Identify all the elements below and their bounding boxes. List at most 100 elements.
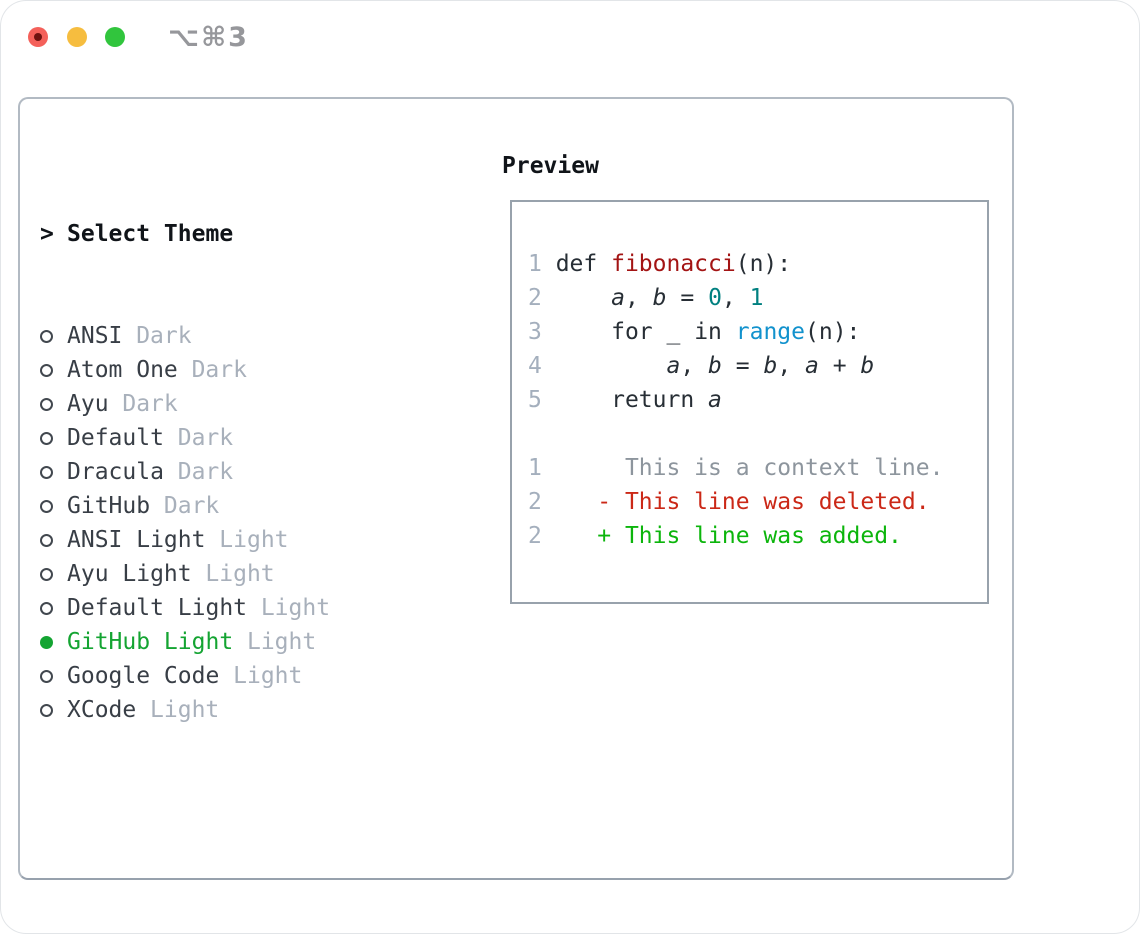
radio-icon [40,465,67,479]
theme-variant-tag: Dark [177,459,234,485]
diff-line: 1 This is a context line. [528,451,973,485]
theme-variant-tag: Light [233,663,303,689]
window-shortcut-title: ⌥⌘3 [168,22,249,53]
theme-variant-tag: Light [260,595,331,621]
cursor-icon: > [40,221,54,247]
theme-variant-tag: Dark [136,323,192,349]
code-token: range [735,319,805,345]
code-token: b [708,353,722,379]
apply-to-section: Apply To User SettingsWorkspace Settings [40,863,490,934]
close-button-icon[interactable] [28,27,48,47]
theme-name: Default [67,425,164,451]
diff-line: 2 + This line was added. [528,519,973,553]
theme-option-dracula-dark[interactable]: Dracula Dark [40,455,490,489]
theme-variant-tag: Light [150,697,220,723]
radio-icon [40,533,67,547]
code-token: 0 [708,285,722,311]
code-token: return [611,387,695,413]
theme-name: ANSI [67,323,123,349]
radio-icon [40,703,67,717]
code-token: + This line was added. [555,523,902,549]
theme-name: GitHub [67,493,151,519]
theme-option-google-code[interactable]: Google Code Light [40,659,490,693]
theme-option-xcode[interactable]: XCode Light [40,693,490,727]
theme-option-ansi-dark[interactable]: ANSI Dark [40,319,490,353]
code-line: 1 def fibonacci(n): [528,247,973,281]
code-token: (n): [735,251,792,277]
code-token [556,387,611,413]
radio-circle [40,431,53,445]
theme-option-ayu-dark[interactable]: Ayu Dark [40,387,490,421]
code-token [556,285,611,311]
code-token: = [721,353,764,379]
theme-variant-tag: Dark [191,357,247,383]
line-number: 2 [528,285,556,311]
theme-name: GitHub Light [67,629,234,655]
select-theme-title: Select Theme [67,221,234,247]
code-line: 2 a, b = 0, 1 [528,281,973,315]
theme-name: Dracula [67,459,164,485]
line-number: 1 [528,455,556,481]
radio-icon [40,601,67,615]
radio-circle [40,329,53,343]
radio-circle [40,499,53,513]
theme-name: Google Code [67,663,220,689]
radio-circle [40,601,53,615]
radio-circle [40,703,53,717]
theme-name: ANSI Light [67,527,206,553]
theme-option-github-dark[interactable]: GitHub Dark [40,489,490,523]
radio-circle [40,567,53,581]
radio-icon [40,329,67,343]
theme-variant-tag: Light [205,561,275,587]
code-token: a [805,353,819,379]
line-number: 3 [528,319,556,345]
code-line: 5 return a [528,383,973,417]
preview-title: Preview [502,153,599,179]
theme-variant-tag: Light [219,527,289,553]
diff-line: 2 - This line was deleted. [528,485,973,519]
code-line: 3 for _ in range(n): [528,315,973,349]
theme-name: XCode [67,697,137,723]
code-token: for [611,319,653,345]
theme-name: Default Light [67,595,248,621]
theme-option-default-light[interactable]: Default Light Light [40,591,490,625]
radio-icon [40,567,67,581]
code-token: b [763,353,778,379]
code-token [722,319,736,345]
zoom-button-icon[interactable] [105,27,125,47]
radio-circle [40,669,53,683]
code-token: = [666,285,709,311]
code-token: def [555,251,612,277]
theme-variant-tag: Dark [122,391,178,417]
diff-sample: 1 This is a context line.2 - This line w… [528,451,973,553]
radio-selected-icon [40,635,67,649]
line-number: 5 [528,387,556,413]
radio-circle [40,465,53,479]
theme-variant-tag: Dark [163,493,220,519]
radio-circle [40,363,53,377]
theme-option-atom-one-dark[interactable]: Atom One Dark [40,353,490,387]
line-number: 1 [528,251,556,277]
code-token: b [652,285,667,311]
code-token: a [708,387,722,413]
code-token: - This line was deleted. [555,489,930,515]
select-theme-header: > Select Theme [40,217,490,251]
code-token: a [611,285,625,311]
window-titlebar: ⌥⌘3 [0,0,1140,75]
theme-option-ansi-light[interactable]: ANSI Light Light [40,523,490,557]
code-token: (n): [805,319,861,345]
line-number: 2 [528,489,556,515]
code-token: fibonacci [611,251,736,277]
blank-line [528,417,973,451]
theme-name: Ayu [67,391,109,417]
code-token: , [624,285,653,311]
code-token: a [666,353,681,379]
minimize-button-icon[interactable] [67,27,87,47]
theme-name: Atom One [67,357,178,383]
